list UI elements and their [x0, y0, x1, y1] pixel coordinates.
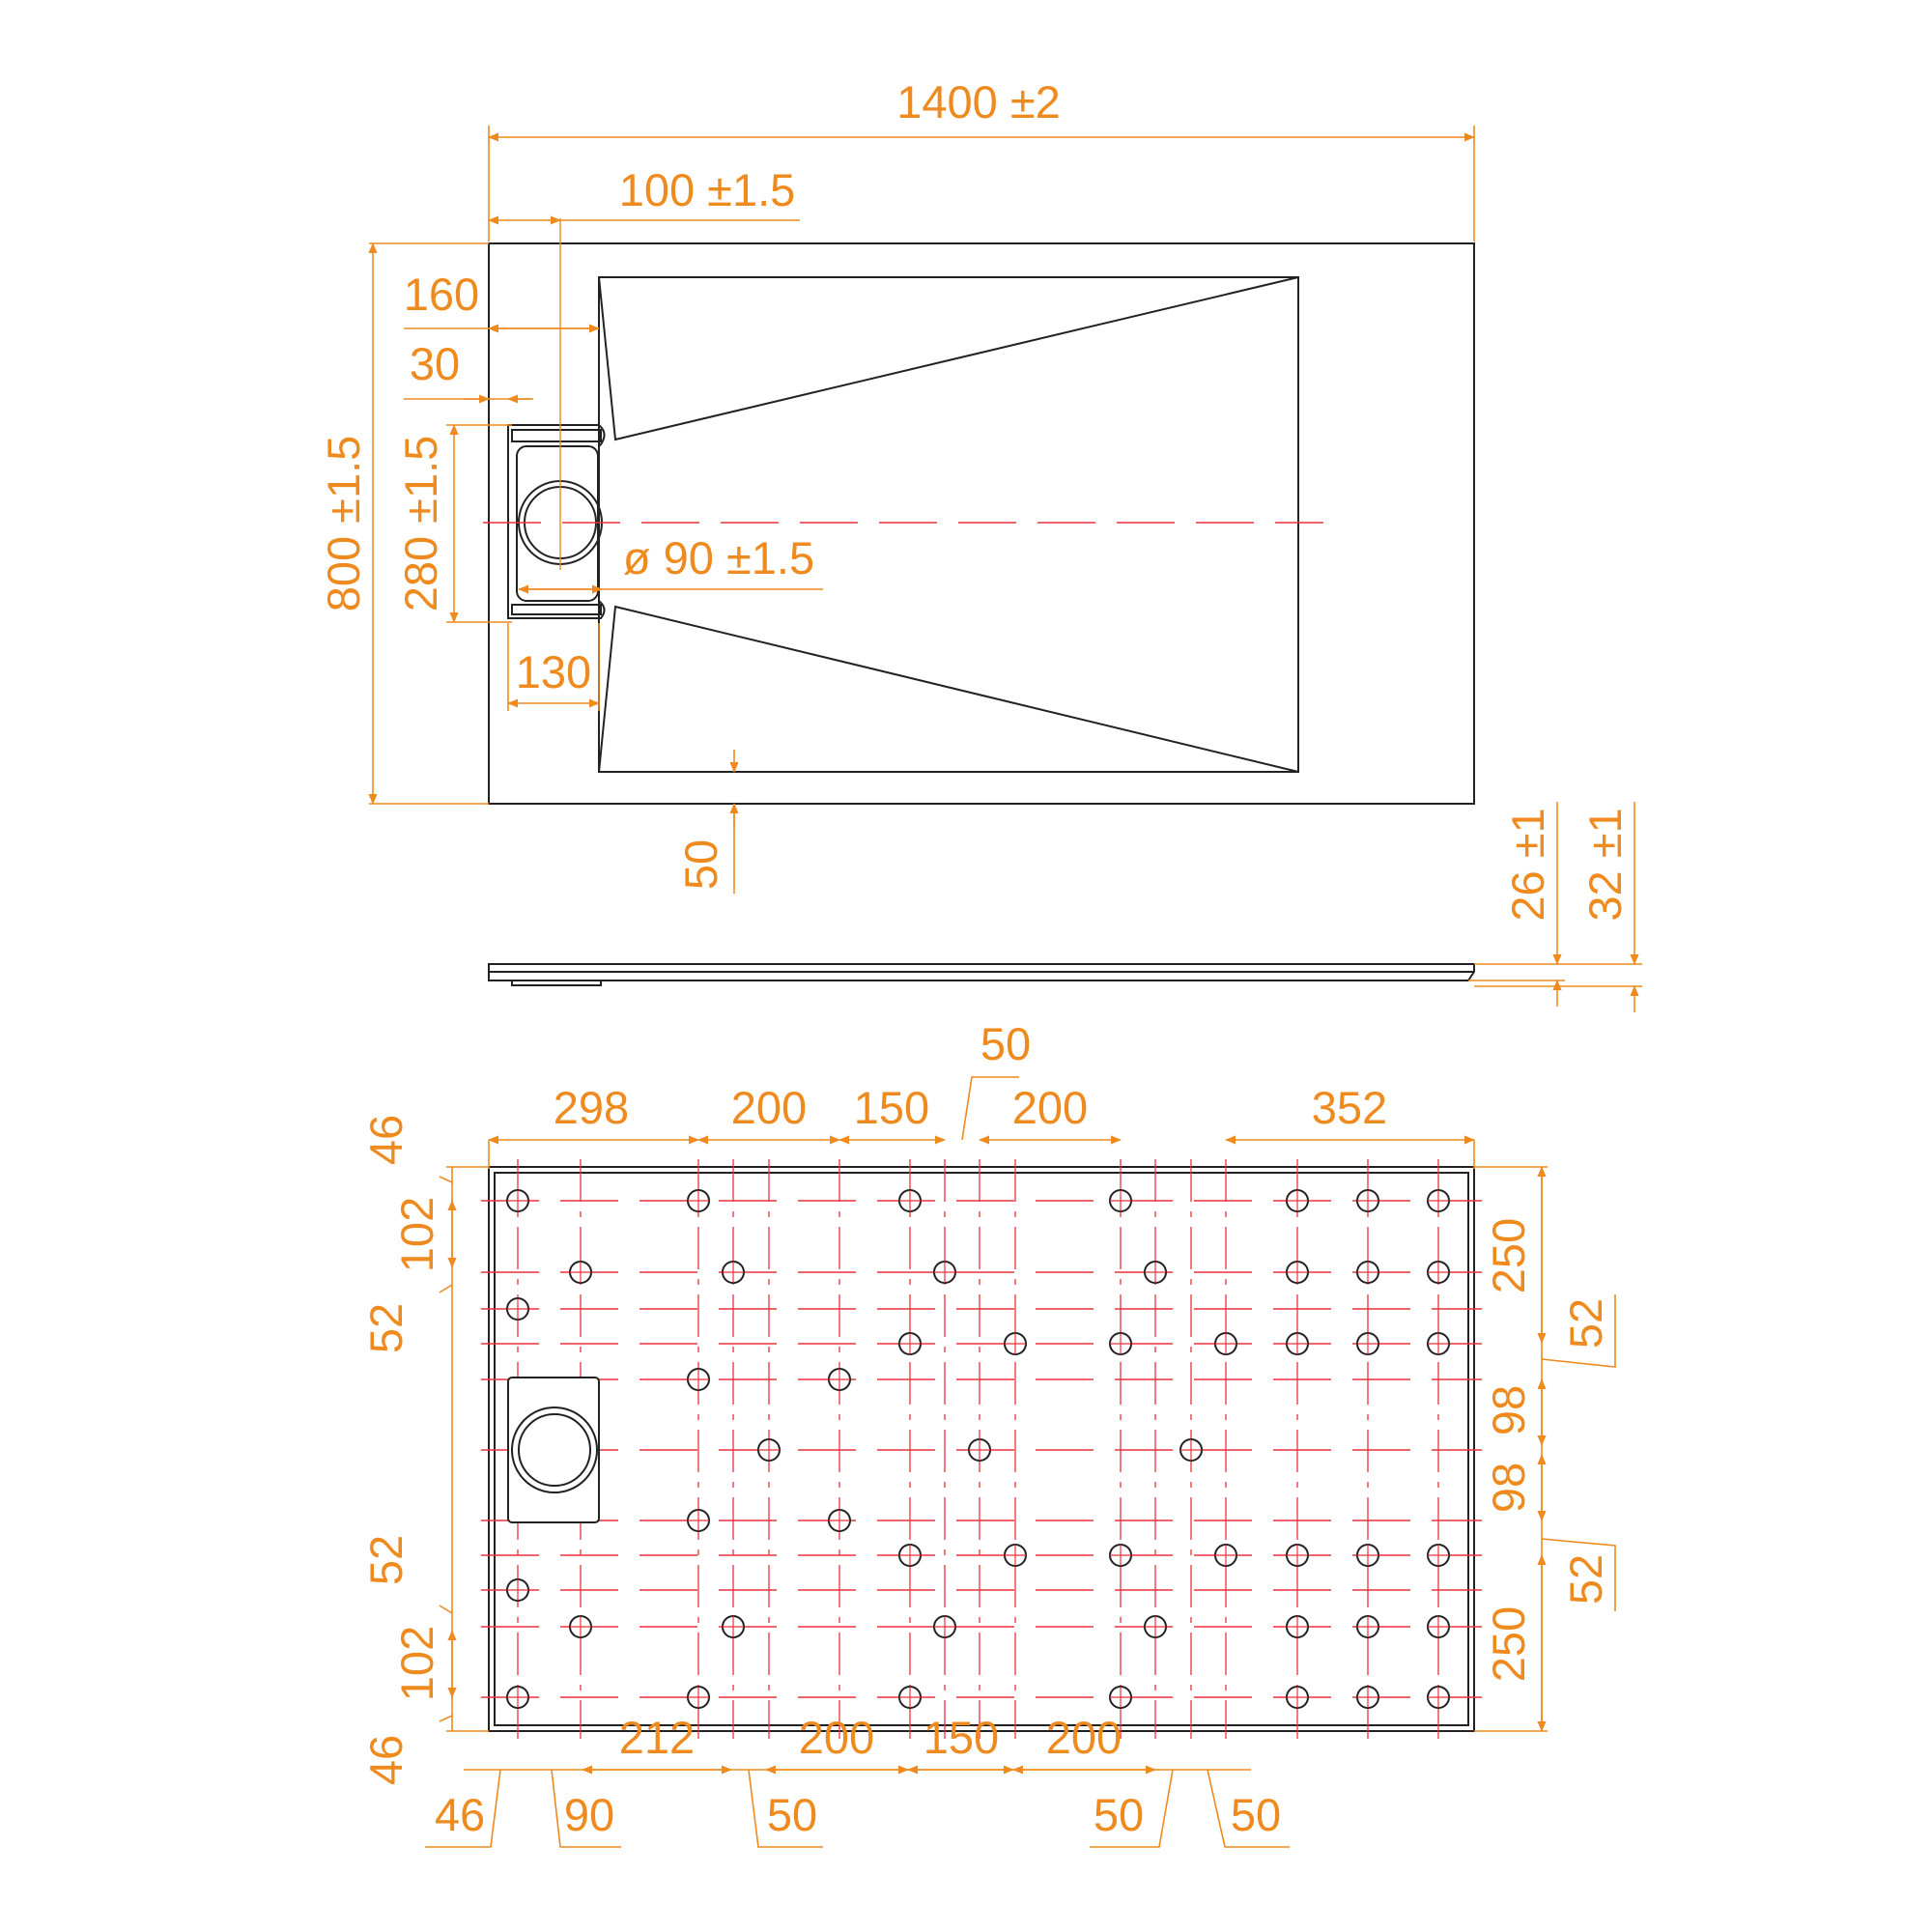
- right-dim-4: 98: [1483, 1463, 1534, 1513]
- width-label: 1400 ±2: [896, 76, 1061, 128]
- top-dim-5: 352: [1312, 1082, 1387, 1133]
- drain-depth-label: 130: [516, 646, 591, 697]
- tray-profile: [488, 963, 1475, 981]
- top-dimensions: 298 200 150 200 352 50: [488, 1018, 1475, 1169]
- drain-gap-label: 160: [404, 269, 479, 320]
- bottom-small-2: 90: [564, 1789, 614, 1840]
- waste-offset-label: 100 ±1.5: [619, 164, 796, 215]
- right-dim-5: 52: [1560, 1554, 1611, 1605]
- left-dim-2: 102: [391, 1197, 442, 1272]
- top-dim-small: 50: [980, 1018, 1031, 1069]
- bottom-dim-4: 200: [1046, 1712, 1122, 1763]
- left-dim-1: 46: [360, 1115, 412, 1165]
- length-label: 800 ±1.5: [318, 436, 369, 612]
- slope-upper: [598, 276, 1299, 441]
- support-feet: [506, 1189, 1450, 1709]
- right-dimensions: 250 52 98 98 52 250: [1474, 1166, 1616, 1732]
- bottom-small-5: 50: [1231, 1789, 1281, 1840]
- bottom-small-3: 50: [767, 1789, 817, 1840]
- bottom-small-1: 46: [435, 1789, 485, 1840]
- drain-width-label: 280 ±1.5: [395, 436, 446, 612]
- slope-lower: [598, 605, 1299, 773]
- right-dim-2: 52: [1560, 1298, 1611, 1349]
- bottom-dim-1: 212: [619, 1712, 695, 1763]
- right-dim-6: 250: [1483, 1606, 1534, 1682]
- bottom-dimensions: 212 200 150 200 46 90 50 50 50: [425, 1712, 1290, 1848]
- left-dim-3: 52: [360, 1303, 412, 1353]
- bottom-dim-3: 150: [923, 1712, 999, 1763]
- height-inner-label: 26 ±1: [1502, 808, 1553, 921]
- rim-label: 50: [675, 839, 726, 890]
- top-dim-1: 298: [554, 1082, 629, 1133]
- top-dim-3: 150: [854, 1082, 929, 1133]
- top-dim-2: 200: [731, 1082, 807, 1133]
- left-dim-5: 102: [391, 1626, 442, 1701]
- side-view: 26 ±1 32 ±1: [488, 802, 1642, 1012]
- tray-outline: [488, 242, 1475, 805]
- left-dim-6: 46: [360, 1735, 412, 1785]
- tray-basin: [598, 276, 1299, 773]
- right-dim-1: 250: [1483, 1218, 1534, 1293]
- bottom-dim-2: 200: [799, 1712, 874, 1763]
- height-outer-label: 32 ±1: [1579, 808, 1631, 921]
- plan-view: 1400 ±2 100 ±1.5 160 30 800 ±1.5 280 ±1.…: [318, 76, 1475, 894]
- left-dimensions: 46 102 52 52 102 46: [360, 1115, 489, 1785]
- top-dim-4: 200: [1012, 1082, 1088, 1133]
- right-dim-3: 98: [1483, 1385, 1534, 1435]
- tray-underside: [488, 1166, 1475, 1732]
- left-dim-4: 52: [360, 1535, 412, 1585]
- bottom-small-4: 50: [1094, 1789, 1144, 1840]
- waste-diameter-label: ø 90 ±1.5: [623, 532, 814, 583]
- grate-edge-label: 30: [410, 338, 460, 389]
- bottom-view: 298 200 150 200 352 50 46 102 52 52 102 …: [360, 1018, 1616, 1848]
